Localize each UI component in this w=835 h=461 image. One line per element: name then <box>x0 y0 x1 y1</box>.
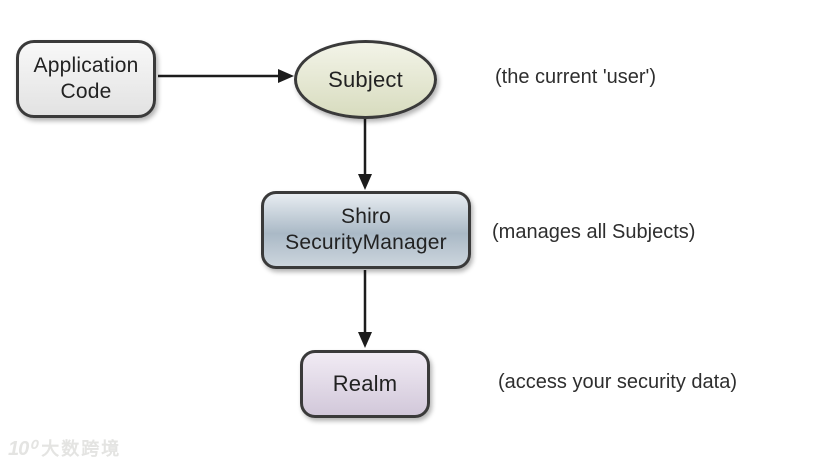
watermark-label: 大数跨境 <box>41 439 122 459</box>
watermark: 10⁰ 大数跨境 <box>8 436 121 460</box>
annotation-security-manager-note: (manages all Subjects) <box>492 221 696 243</box>
node-application-code: Application Code <box>16 40 156 118</box>
arrow-subject-to-securitymanager <box>358 119 372 190</box>
node-realm: Realm <box>300 350 430 418</box>
arrow-securitymanager-to-realm <box>358 270 372 348</box>
node-security-manager: Shiro SecurityManager <box>261 191 471 269</box>
arrow-appcode-to-subject <box>158 69 294 83</box>
annotation-subject-note: (the current 'user') <box>495 66 657 88</box>
annotation-realm-note: (access your security data) <box>498 371 737 393</box>
watermark-logo-icon: 10⁰ <box>8 437 36 460</box>
node-subject: Subject <box>294 40 437 119</box>
